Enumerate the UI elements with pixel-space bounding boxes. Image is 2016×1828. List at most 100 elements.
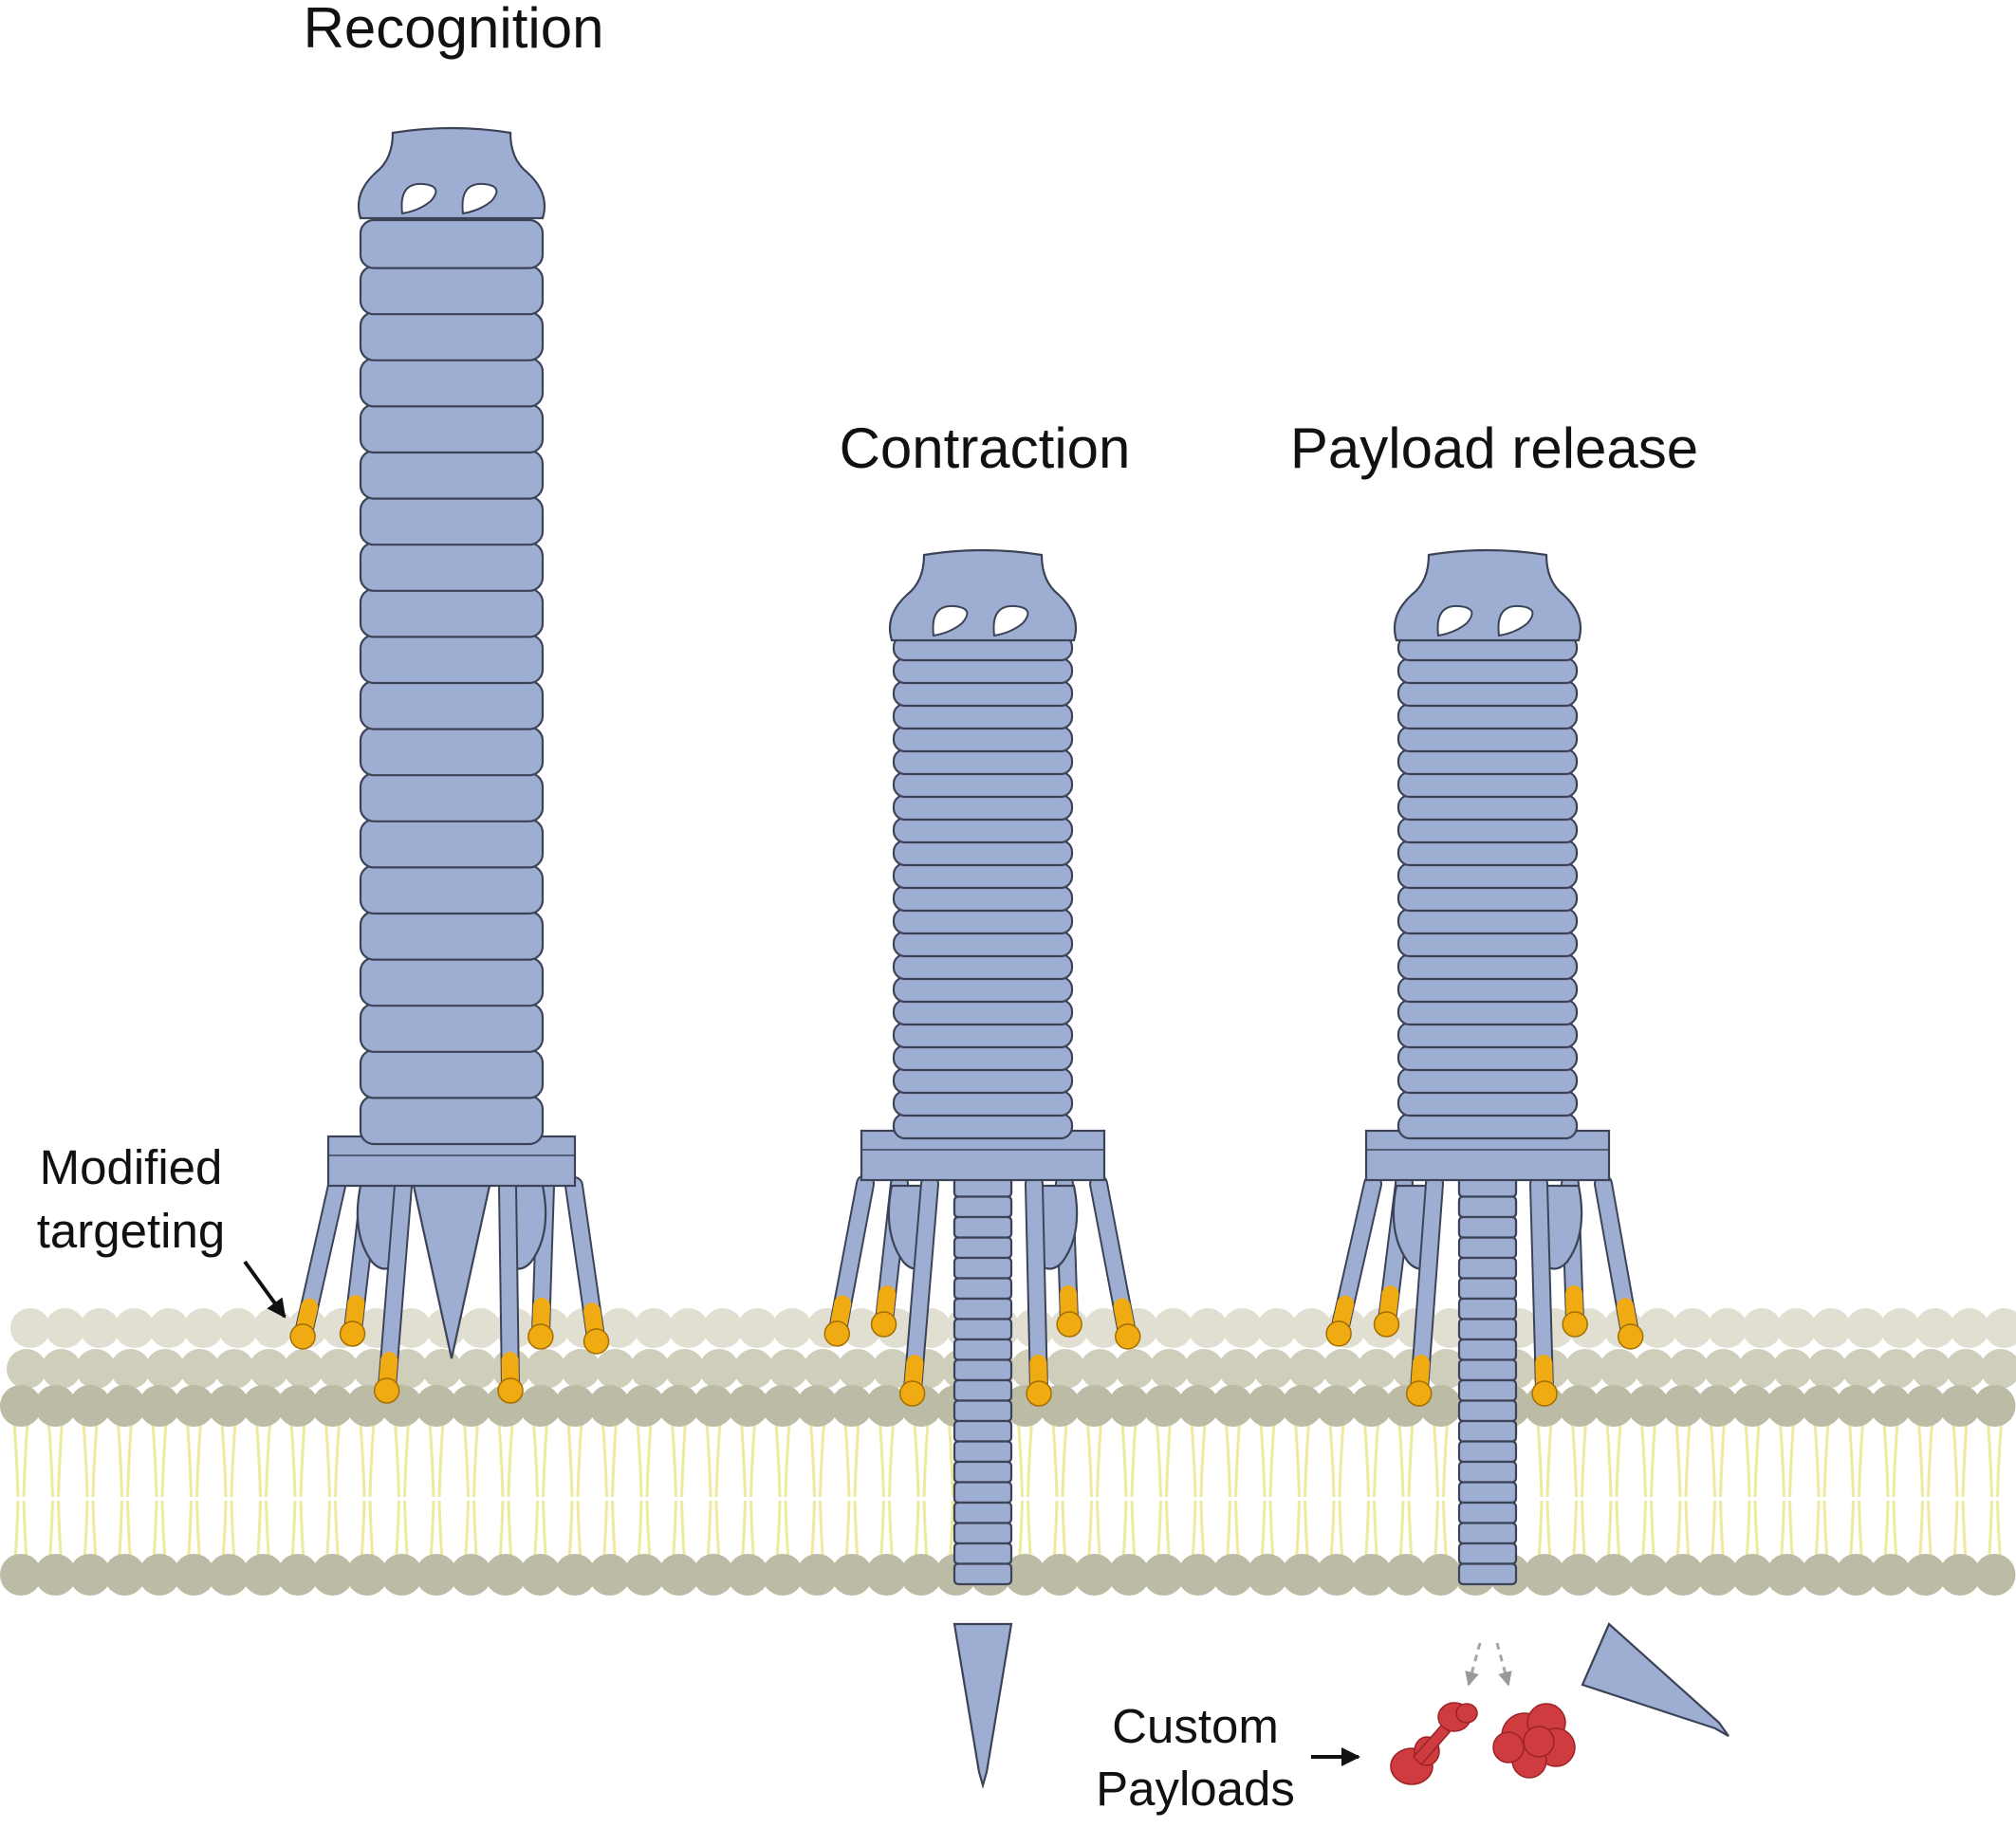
lipid-tail: [751, 1423, 755, 1497]
lipid-tail: [509, 1423, 512, 1497]
lipid-head-middle: [1773, 1349, 1813, 1389]
lipid-head-middle: [1912, 1349, 1951, 1389]
lipid-head-middle: [180, 1349, 220, 1389]
sheath-ring: [894, 1000, 1072, 1025]
lipid-tail: [24, 1423, 28, 1497]
inner-tube-segment: [954, 1258, 1011, 1279]
sheath-ring: [361, 497, 543, 545]
receptor-binding-tip: [1026, 1381, 1051, 1406]
lipid-head-middle: [42, 1349, 82, 1389]
receptor-binding-tip: [375, 1378, 399, 1403]
lipid-head-back: [253, 1308, 293, 1348]
inner-tube-segment: [1459, 1217, 1516, 1238]
phage-recognition: [290, 128, 608, 1403]
lipid-tail: [776, 1423, 780, 1497]
lipid-head-middle: [1081, 1349, 1120, 1389]
stage-title-recognition: Recognition: [304, 0, 604, 60]
lipid-tail: [1375, 1423, 1378, 1497]
lipid-tail: [1617, 1423, 1620, 1497]
lipid-head-back: [218, 1308, 258, 1348]
sheath-ring: [361, 635, 543, 683]
lipid-head-middle: [284, 1349, 324, 1389]
lipid-tail: [647, 1423, 651, 1497]
sheath-ring: [894, 932, 1072, 956]
lipid-head-middle: [665, 1349, 705, 1389]
sheath-ring: [1398, 1068, 1577, 1093]
lipid-head-back: [1950, 1308, 1989, 1348]
lipid-tail: [14, 1423, 18, 1497]
lipid-head-middle: [804, 1349, 843, 1389]
lipid-head-middle: [561, 1349, 601, 1389]
sheath-ring: [894, 1068, 1072, 1093]
receptor-binding-tip: [498, 1378, 523, 1403]
inner-tube-segment: [954, 1421, 1011, 1442]
lipid-tail: [499, 1423, 503, 1497]
inner-tube-segment: [954, 1543, 1011, 1564]
lipid-tail: [1755, 1423, 1759, 1497]
lipid-tail: [1850, 1423, 1854, 1497]
lipid-tail: [880, 1423, 884, 1497]
callout-targeting-arrow: [245, 1262, 285, 1317]
inner-tube-segment: [1459, 1380, 1516, 1401]
receptor-binding-tip: [872, 1312, 897, 1337]
lipid-head-middle: [145, 1349, 185, 1389]
detached-tail-spike: [1582, 1624, 1729, 1736]
lipid-head-back: [772, 1308, 812, 1348]
lipid-tail: [1122, 1423, 1126, 1497]
inner-tube-segment: [954, 1442, 1011, 1463]
lipid-tail: [59, 1423, 63, 1497]
lipid-tail: [1296, 1423, 1300, 1497]
lipid-head-back: [80, 1308, 120, 1348]
lipid-head-back: [1154, 1308, 1193, 1348]
lipid-head-back: [10, 1308, 50, 1348]
baseplate-head-cap: [1395, 550, 1581, 640]
receptor-binding-tip: [1532, 1381, 1557, 1406]
inner-tube-segment: [954, 1483, 1011, 1504]
sheath-ring: [894, 749, 1072, 774]
sheath-ring: [1398, 840, 1577, 865]
inner-tube-segment: [1459, 1197, 1516, 1218]
lipid-head-middle: [111, 1349, 151, 1389]
lipid-head-middle: [838, 1349, 878, 1389]
inner-tube-segment: [1459, 1320, 1516, 1340]
inner-tube-segment: [954, 1360, 1011, 1381]
lipid-tail: [1919, 1423, 1923, 1497]
lipid-tail: [1261, 1423, 1265, 1497]
lipid-tail: [188, 1423, 192, 1497]
inner-tube-segment: [1459, 1442, 1516, 1463]
lipid-tail: [1270, 1423, 1274, 1497]
inner-tube-segment: [954, 1320, 1011, 1340]
sheath-ring: [1398, 727, 1577, 751]
receptor-binding-tip: [1563, 1312, 1587, 1337]
lipid-tail: [821, 1423, 824, 1497]
inner-tube-segment: [1459, 1543, 1516, 1564]
lipid-tail: [1686, 1423, 1690, 1497]
sheath-ring: [361, 912, 543, 960]
sheath-ring: [361, 773, 543, 822]
sheath-ring: [894, 658, 1072, 683]
payload-protein-globular: [1493, 1704, 1575, 1778]
lipid-head-middle: [1704, 1349, 1744, 1389]
lipid-tail: [1053, 1423, 1057, 1497]
lipid-tail: [613, 1423, 617, 1497]
lipid-head-middle: [734, 1349, 774, 1389]
lipid-head-middle: [1842, 1349, 1882, 1389]
lipid-head-middle: [1358, 1349, 1397, 1389]
lipid-head-middle: [1600, 1349, 1639, 1389]
sheath-ring: [1398, 681, 1577, 706]
lipid-tail: [396, 1423, 399, 1497]
lipid-tail: [1201, 1423, 1205, 1497]
callout-targeting-line-1: Modified: [40, 1140, 223, 1194]
lipid-tail: [162, 1423, 166, 1497]
sheath-ring: [894, 1045, 1072, 1070]
sheath-ring: [1398, 795, 1577, 820]
lipid-head-middle: [319, 1349, 359, 1389]
sheath-ring: [1398, 863, 1577, 888]
lipid-tail: [1192, 1423, 1195, 1497]
lipid-tail: [430, 1423, 434, 1497]
lipid-head-middle: [1635, 1349, 1674, 1389]
inner-tube-segment: [954, 1401, 1011, 1422]
sheath-ring: [361, 1096, 543, 1144]
receptor-binding-tip: [1375, 1312, 1399, 1337]
receptor-binding-tip: [824, 1321, 849, 1346]
